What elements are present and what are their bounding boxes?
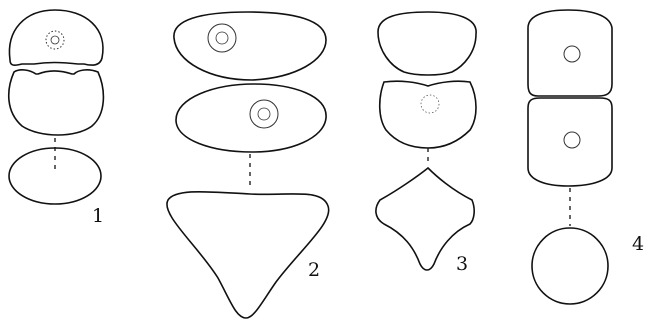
label-3: 3 bbox=[456, 253, 468, 275]
label-1: 1 bbox=[92, 205, 104, 227]
cell-3-lower-semicell bbox=[380, 81, 476, 148]
cell-1-pyrenoid bbox=[46, 31, 64, 49]
cell-1-upper-semicell bbox=[9, 10, 102, 65]
cell-1: 1 bbox=[9, 10, 104, 227]
cell-4: 4 bbox=[528, 10, 644, 304]
label-2: 2 bbox=[308, 259, 320, 281]
label-4: 4 bbox=[632, 233, 644, 255]
cell-3-upper-semicell bbox=[378, 12, 476, 75]
cell-2-upper-semicell bbox=[174, 12, 326, 80]
cell-2: 2 bbox=[167, 12, 329, 318]
cell-4-upper-semicell bbox=[528, 10, 612, 96]
cell-3: 3 bbox=[376, 12, 476, 275]
cell-2-apical-view bbox=[167, 192, 329, 318]
cell-4-apical-view bbox=[532, 228, 608, 304]
cell-4-lower-semicell bbox=[528, 98, 612, 186]
cell-1-lower-semicell bbox=[9, 70, 104, 135]
